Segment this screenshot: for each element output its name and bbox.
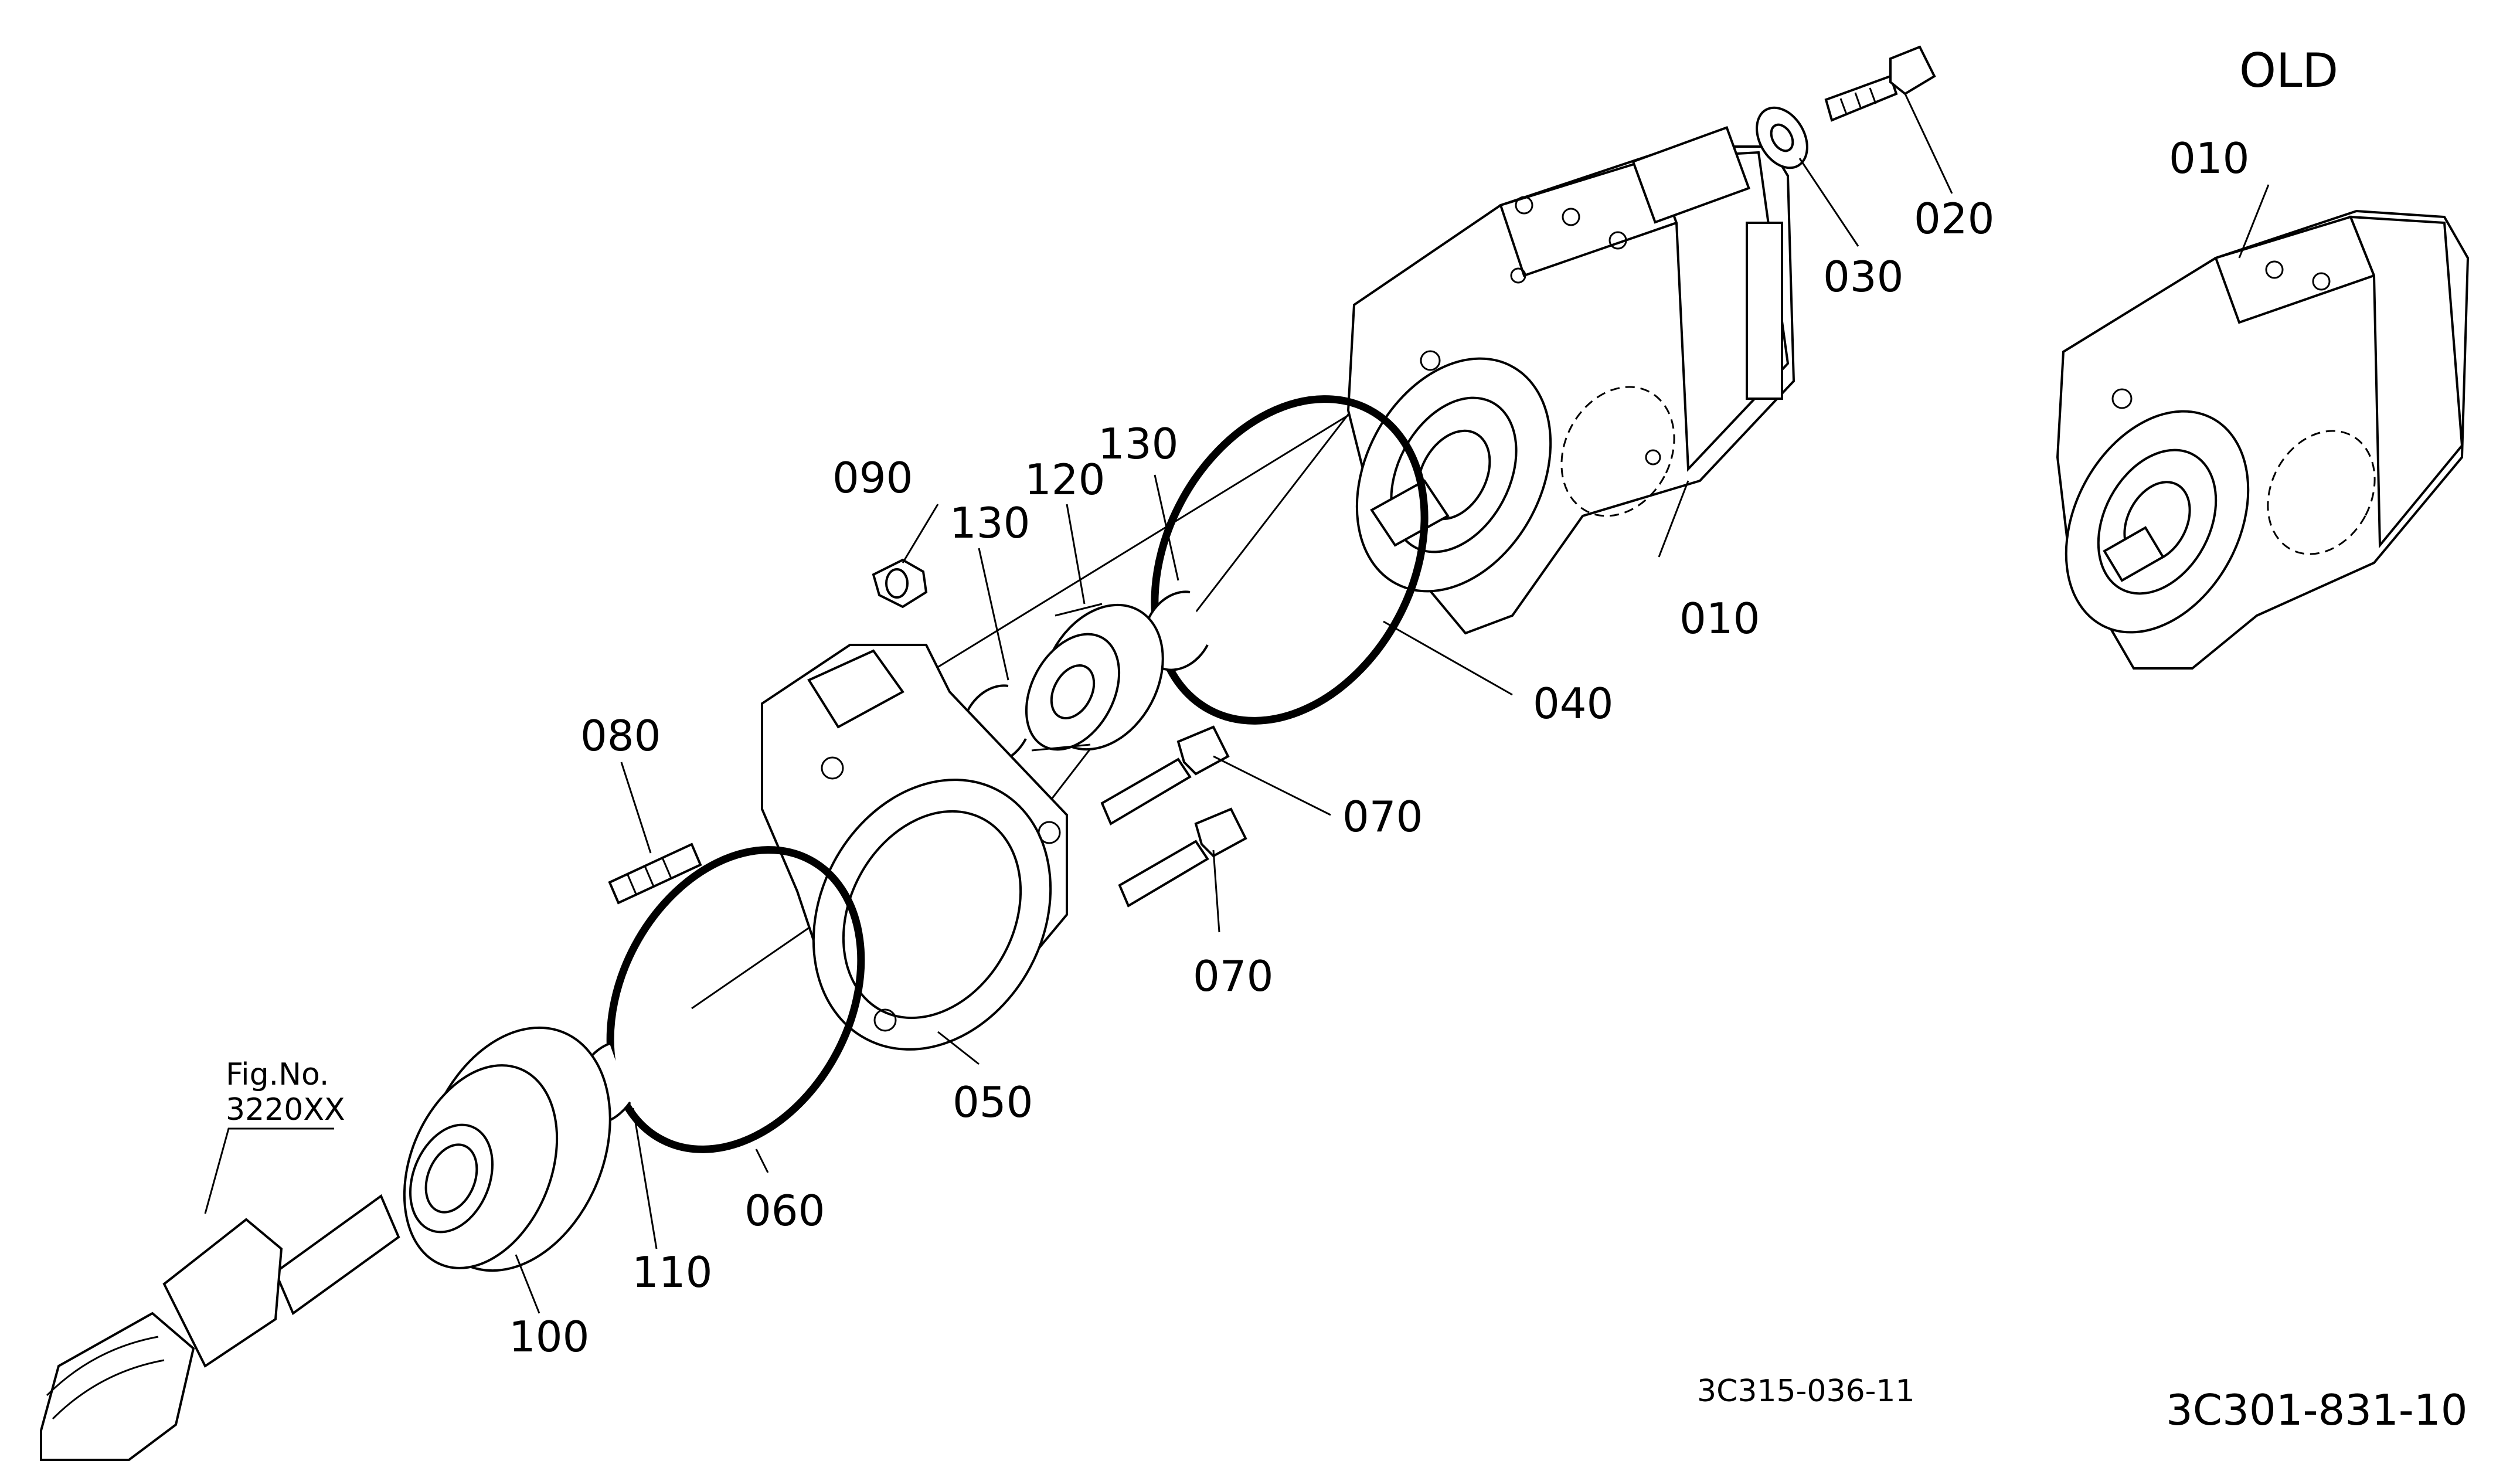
label-100: 100	[509, 1312, 589, 1361]
label-040: 040	[1533, 679, 1613, 728]
o-ring-040	[1151, 395, 1429, 725]
label-130-right: 130	[1098, 419, 1178, 468]
leader-lines	[204, 93, 2270, 1314]
label-060: 060	[744, 1186, 825, 1235]
nut-090	[872, 558, 928, 609]
crankshaft	[40, 1194, 400, 1461]
label-090: 090	[832, 453, 913, 502]
label-070-upper: 070	[1342, 792, 1423, 841]
label-070-lower: 070	[1193, 952, 1273, 1001]
label-010-old: 010	[2169, 134, 2249, 183]
gear-100	[403, 1026, 611, 1272]
gear-120	[1025, 603, 1164, 752]
reference-code-right: 3C301-831-10	[2166, 1385, 2468, 1435]
figure-ref-line2: 3220XX	[226, 1092, 345, 1127]
bolt-070-upper	[1100, 725, 1230, 825]
label-080: 080	[580, 711, 661, 760]
reference-code-left: 3C315-036-11	[1697, 1374, 1915, 1409]
figure-ref-line1: Fig.No.	[226, 1057, 329, 1092]
label-130-left: 130	[950, 498, 1030, 548]
o-ring-060	[606, 846, 865, 1153]
stud-080	[608, 842, 702, 905]
label-030: 030	[1823, 252, 1903, 301]
label-110: 110	[632, 1248, 712, 1297]
title-old: OLD	[2239, 43, 2338, 98]
label-020: 020	[1914, 194, 1994, 243]
label-120: 120	[1025, 455, 1105, 504]
bolt-020	[1824, 45, 1936, 122]
label-010-main: 010	[1679, 594, 1760, 643]
washer-030	[1756, 106, 1808, 169]
label-050: 050	[953, 1078, 1033, 1127]
housing-050	[761, 644, 1068, 1051]
pump-assembly-old	[2056, 209, 2470, 670]
pump-assembly-main	[1346, 125, 1795, 635]
bolt-070-lower	[1118, 807, 1247, 908]
